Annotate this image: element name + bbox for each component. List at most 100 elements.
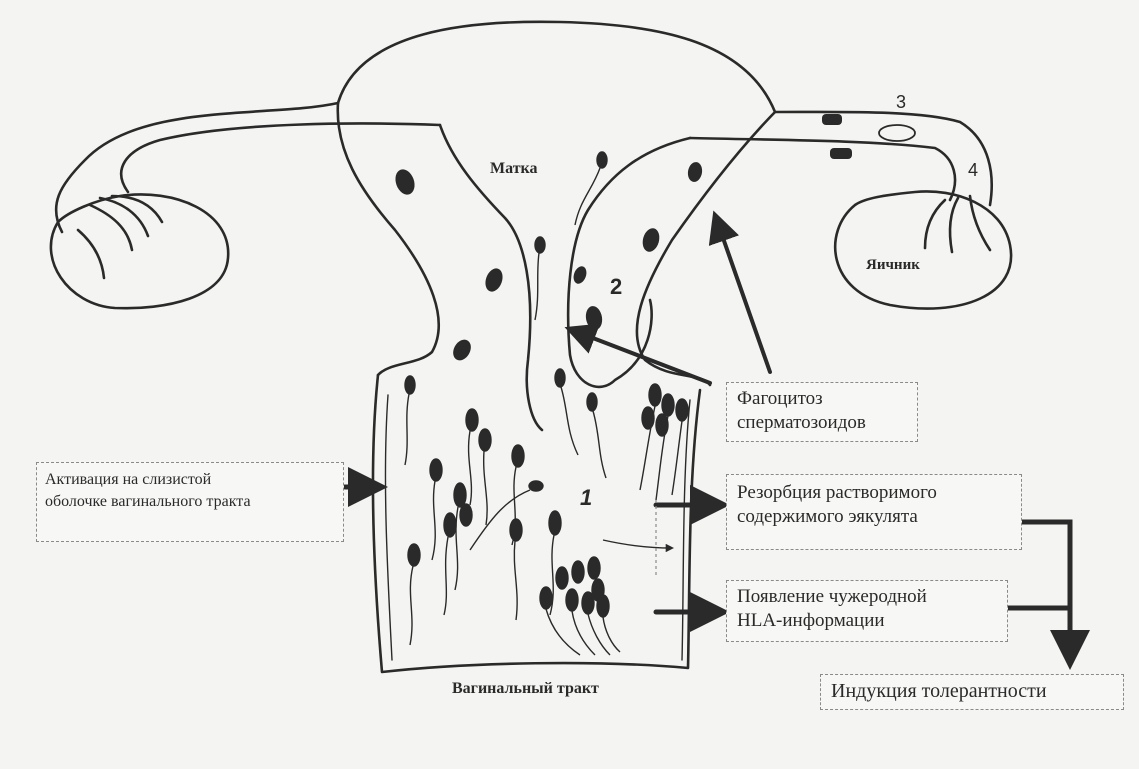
phagocytosis-box: Фагоцитоз сперматозоидов — [726, 382, 918, 442]
left-fimbria — [76, 228, 106, 280]
sperm-head — [459, 503, 473, 527]
uterine-cell — [485, 268, 503, 292]
arrow-phagocytosis-tube — [708, 210, 772, 374]
uterine-cell — [687, 162, 703, 182]
resorption-line-1: Резорбция растворимого — [737, 482, 937, 503]
sperm-tail — [431, 480, 436, 561]
uterus-label: Матка — [490, 160, 538, 177]
sperm-tail — [671, 420, 683, 496]
sperm-head — [404, 375, 416, 395]
tube-cell — [830, 148, 852, 159]
hla-line-2: HLA-информации — [737, 610, 885, 631]
sperm-tail — [571, 610, 596, 656]
marker-number-1: 1 — [580, 485, 593, 510]
sperm-head — [555, 566, 569, 590]
sperm-tail — [602, 616, 621, 653]
sperm-head — [675, 398, 689, 422]
phagocytosis-line-1: Фагоцитоз — [737, 388, 823, 409]
sperm-tail — [467, 430, 473, 506]
sperm-tail — [443, 536, 449, 616]
sperm-tail — [655, 415, 669, 501]
resorption-box: Резорбция растворимого содержимого эякул… — [726, 474, 1022, 550]
uterine-cell — [642, 228, 660, 252]
right-fimbria — [948, 196, 960, 254]
connector-to-tolerance — [1019, 519, 1090, 670]
marker-number-3: 3 — [896, 92, 907, 112]
sperm-tail — [454, 506, 459, 591]
sperm-head — [548, 510, 562, 536]
sperm-tail — [513, 540, 518, 621]
sperm-movement-arrow — [602, 539, 675, 553]
sperm-head — [648, 383, 662, 407]
activation-line-2: оболочке вагинального тракта — [45, 493, 251, 510]
uterus-cavity-left — [438, 123, 544, 432]
right-fimbria — [968, 194, 992, 252]
right-ovary — [833, 190, 1013, 310]
sperm-tail — [482, 450, 488, 526]
sperm-tail — [574, 167, 601, 226]
sperm-head — [596, 151, 608, 169]
phagocytosis-line-2: сперматозоидов — [737, 412, 866, 433]
sperm-head — [453, 482, 467, 508]
resorption-line-2: содержимого эякулята — [737, 506, 918, 527]
arrow-phagocytosis-uterus — [564, 323, 712, 385]
sperm-tail — [560, 386, 579, 456]
tolerance-box: Индукция толерантности — [820, 674, 1124, 710]
uterine-cell — [585, 306, 603, 330]
egg-cell — [878, 124, 916, 142]
left-tube-upper — [54, 101, 340, 234]
right-fimbria — [923, 198, 947, 250]
marker-number-2: 2 — [610, 274, 623, 299]
sperm-tail — [534, 252, 540, 321]
sperm-head — [571, 560, 585, 584]
uterus-left-outer-wall — [336, 101, 441, 377]
sperm-head — [429, 458, 443, 482]
sperm-head — [539, 586, 553, 610]
ovary-label: Яичник — [866, 257, 920, 273]
sperm-head — [509, 518, 523, 542]
vaginal-tract-inner-left — [384, 394, 393, 661]
sperm-tail — [587, 613, 611, 656]
sperm-tail — [545, 608, 581, 656]
sperm-head — [478, 428, 492, 452]
sperm-head — [465, 408, 479, 432]
sperm-head — [565, 588, 579, 612]
sperm-tail — [404, 393, 410, 466]
vaginal-tract-inner-right — [681, 399, 691, 661]
sperm-tail — [409, 565, 414, 646]
sperm-head — [591, 578, 605, 602]
sperm-tail — [469, 489, 531, 551]
activation-box: Активация на слизистой оболочке вагиналь… — [36, 462, 344, 542]
left-fimbria — [110, 194, 164, 224]
sperm-head — [661, 393, 675, 417]
uterine-cell — [395, 169, 415, 195]
hla-box: Появление чужеродной HLA-информации — [726, 580, 1008, 642]
sperm-head — [511, 444, 525, 468]
sperm-head — [443, 512, 457, 538]
sperm-tail — [592, 410, 607, 479]
uterine-cell — [573, 266, 587, 284]
sperm-head — [554, 368, 566, 388]
right-tube-upper — [773, 110, 993, 207]
sperm-head — [407, 543, 421, 567]
left-ovary — [49, 193, 230, 310]
uterine-cell — [453, 339, 471, 361]
sperm-head — [528, 480, 544, 492]
tolerance-line-1: Индукция толерантности — [831, 680, 1047, 702]
left-fimbria — [88, 203, 134, 252]
vaginal-tract-outline — [371, 373, 702, 674]
sperm-head — [534, 236, 546, 254]
left-tube-lower — [119, 122, 442, 194]
tube-cell — [822, 114, 842, 125]
marker-number-4: 4 — [968, 160, 979, 180]
hla-line-1: Появление чужеродной — [737, 586, 927, 607]
uterus-right-outer-wall — [635, 110, 777, 387]
uterus-cavity-right — [566, 136, 692, 389]
uterus-fundus-outline — [336, 20, 777, 114]
sperm-tail — [549, 534, 555, 616]
left-fimbria — [98, 196, 150, 238]
vaginal-tract-label: Вагинальный тракт — [452, 680, 599, 697]
sperm-head — [586, 392, 598, 412]
sperm-tail — [639, 405, 656, 491]
